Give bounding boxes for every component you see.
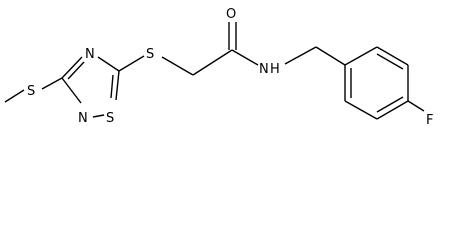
bond-c3-n4-double [67, 61, 85, 80]
bond-ring-3 [376, 100, 409, 120]
bond-ring-3-inner [376, 96, 404, 113]
bonds [4, 22, 425, 120]
atom-f-aryl: F [426, 113, 433, 128]
molecule-diagram: S N N S S O N H F [4, 7, 433, 128]
bond-ch2-ipso [315, 46, 346, 66]
bond-c5-s1-double [110, 74, 114, 99]
bond-s1-n2 [92, 114, 105, 118]
atom-s-methylthio: S [27, 84, 35, 99]
bond-n-ch2 [284, 46, 317, 65]
bond-slinker-ch2 [161, 56, 194, 76]
atom-n-amide: N [259, 62, 269, 77]
bond-ring-6 [344, 46, 378, 66]
bond-ring-f [407, 100, 425, 112]
bond-co-n [231, 49, 259, 66]
bond-s-c3 [41, 77, 63, 90]
bond-c5-slinker [118, 55, 145, 72]
bond-n4-c5 [97, 56, 120, 72]
atom-s-ring: S [106, 111, 114, 126]
atom-o-carbonyl: O [226, 7, 236, 22]
atom-n-ring-top: N [85, 47, 95, 62]
bond-c3-n4 [61, 56, 83, 79]
atom-h-amide: H [270, 62, 280, 77]
atom-s-linker: S [146, 47, 154, 62]
bond-ring-5 [376, 46, 409, 66]
bond-ring-5-inner [376, 53, 404, 70]
bond-ring-2 [344, 100, 378, 120]
atom-labels: S N N S S O N H F [27, 7, 433, 128]
atom-n-ring-bottom: N [78, 111, 88, 126]
bond-c5-s1 [115, 70, 120, 101]
bond-methyl-s [4, 89, 25, 103]
bond-ch2-co [192, 49, 233, 76]
bond-c3-n2 [61, 77, 82, 104]
